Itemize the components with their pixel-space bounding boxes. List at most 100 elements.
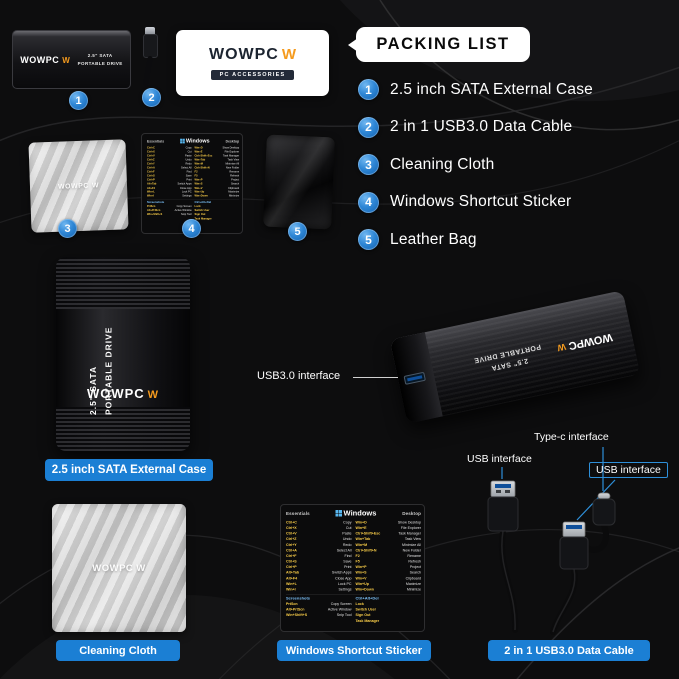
shortcut-desc: Show Desktop — [397, 520, 421, 525]
shortcut-desc: Minimize All — [402, 542, 421, 547]
item-badge-4: 4 — [182, 219, 201, 238]
case-ridges-top — [56, 257, 190, 309]
shortcut-desc: Settings — [182, 194, 192, 198]
shortcut-row: Task Manager — [195, 216, 240, 220]
ctrl-alt-del-header: Ctrl+Alt+Del — [194, 200, 212, 204]
packing-list-item: 2 2 in 1 USB3.0 Data Cable — [358, 109, 670, 147]
shortcut-desc: New Folder — [225, 166, 240, 170]
item-number-badge: 1 — [358, 79, 379, 101]
shortcut-key: Alt+Tab — [147, 182, 157, 186]
shortcut-key: Win+V — [194, 186, 203, 190]
shortcut-key: Win+Up — [194, 190, 205, 194]
shortcut-key: Alt+Tab — [286, 570, 300, 575]
shortcut-desc: Maximize — [228, 190, 240, 194]
shortcut-key: Win+S — [355, 570, 367, 575]
brand-name: WOWPC — [566, 330, 614, 352]
shortcut-key: Win+L — [286, 581, 297, 586]
shortcut-desc: Cut — [345, 525, 352, 531]
case-body: WOWPCW 2.5" SATA PORTABLE DRIVE — [389, 290, 641, 424]
shortcut-key: Alt+PrtScn — [147, 208, 161, 212]
bubble-tail — [348, 38, 358, 52]
brand-name: WOWPC — [92, 562, 134, 574]
shortcut-desc: Undo — [342, 536, 352, 542]
shortcut-key: Win+D — [355, 520, 367, 525]
shortcut-desc: Minimize All — [225, 161, 240, 166]
shortcut-desc: Rename — [407, 553, 421, 558]
shortcut-row: Win+Up Maximize — [195, 190, 240, 194]
shortcut-row: Lock — [195, 204, 240, 208]
shortcut-key: Ctrl+Shift+N — [355, 547, 377, 553]
shortcut-row: Switch User — [195, 208, 240, 212]
usb-connector-tip-icon — [145, 27, 155, 34]
item-number-badge: 2 — [358, 116, 379, 138]
packing-list-title-bubble: PACKING LIST — [348, 27, 530, 62]
brand-name: WOWPC — [86, 386, 145, 401]
shortcut-desc: File Explorer — [400, 525, 421, 531]
shortcut-key: Ctrl+A — [147, 166, 155, 170]
annotation-usb3-interface: USB3.0 interface — [257, 370, 341, 382]
case-face-label: 2.5" SATA PORTABLE DRIVE — [78, 52, 123, 66]
shortcut-desc: Find — [344, 553, 352, 558]
shortcut-desc: Snip Tool — [181, 212, 192, 216]
shortcut-key: Ctrl+Y — [147, 161, 155, 166]
shortcut-desc: Close App — [335, 575, 352, 581]
cable-wires — [498, 522, 609, 635]
bag-sheen — [263, 134, 335, 230]
annotation-line-usb3 — [353, 377, 398, 378]
packing-list-item: 3 Cleaning Cloth — [358, 146, 670, 184]
annotation-usb-interface-left: USB interface — [467, 453, 532, 465]
shortcut-key: Ctrl+S — [147, 174, 155, 178]
shortcut-desc: Task View — [404, 536, 421, 542]
usb-connector-right — [559, 521, 589, 570]
brand-mark-icon: W — [555, 341, 567, 353]
shortcut-desc: Minimize — [406, 586, 421, 592]
screenshots-header: Screenshots — [147, 200, 165, 204]
cloth-texture — [52, 504, 186, 632]
shortcut-key: Win+I — [147, 194, 154, 198]
shortcut-key: Win+E — [194, 149, 203, 154]
item-label: Cleaning Cloth — [390, 155, 495, 173]
shortcut-key: Win+P — [194, 178, 203, 182]
type-c-adapter — [592, 492, 616, 526]
shortcut-row: Task Manager — [356, 618, 422, 624]
case-label-line1: 2.5" SATA — [87, 53, 113, 59]
shortcut-key: F5 — [355, 559, 360, 564]
shortcut-key: Task Manager — [194, 216, 212, 220]
brand-mark-icon: W — [136, 562, 146, 574]
shortcut-key: Win+L — [147, 190, 155, 194]
shortcut-row: Switch User — [356, 607, 422, 613]
shortcut-desc: Clipboard — [405, 575, 421, 581]
shortcut-desc: Close App — [179, 186, 192, 190]
shortcut-desc: Cut — [187, 149, 192, 154]
shortcut-key: Lock — [194, 204, 201, 208]
shortcut-desc: Lock PC — [337, 581, 352, 586]
shortcut-desc: Select All — [180, 166, 192, 170]
windows-logo-icon — [335, 510, 343, 517]
shortcut-key: Ctrl+Shift+Esc — [355, 531, 381, 536]
shortcut-desc: Clipboard — [228, 186, 240, 190]
shortcut-key: Ctrl+Y — [286, 542, 297, 547]
item-badge-5: 5 — [288, 222, 307, 241]
